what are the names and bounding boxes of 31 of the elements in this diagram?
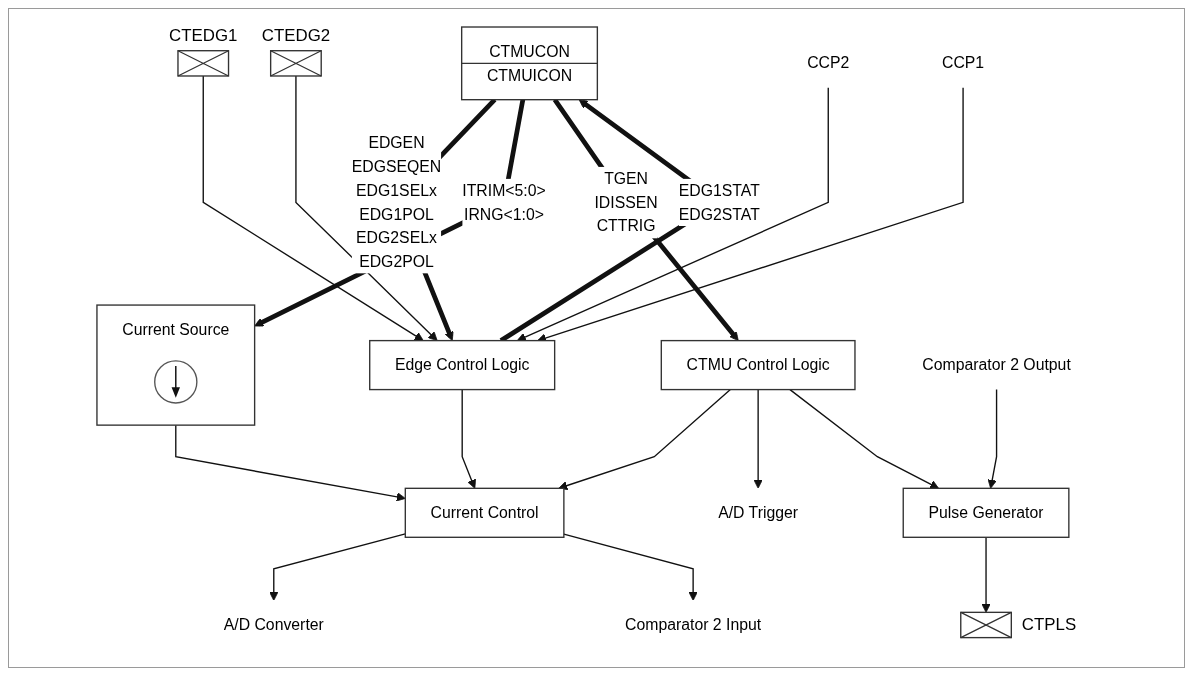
pin-label: CTEDG2 <box>261 26 331 46</box>
edge-label: EDGEN EDGSEQEN EDG1SELx EDG1POL EDG2SELx EDG2POL <box>351 133 442 270</box>
arrow <box>269 533 406 601</box>
pin-label: CTPLS <box>1021 615 1077 635</box>
edge-label: EDG1STAT EDG2STAT <box>678 180 760 223</box>
node-text: Comparator 2 Input <box>625 615 762 634</box>
node-text: Comparator 2 Output <box>922 355 1071 374</box>
arrow <box>753 388 763 489</box>
node-box: Current Control <box>404 487 565 538</box>
arrow <box>563 533 698 601</box>
arrow <box>987 388 998 489</box>
arrow <box>516 87 829 342</box>
node-box: Current Source <box>96 304 256 426</box>
arrow <box>558 388 732 491</box>
edge-label: ITRIM<5:0> IRNG<1:0> <box>462 180 546 223</box>
edge-label: TGEN IDISSEN CTTRIG <box>594 168 658 235</box>
arrow <box>789 388 939 489</box>
node-text: A/D Converter <box>223 615 324 634</box>
node-text: CCP1 <box>942 53 985 72</box>
arrow <box>202 75 424 342</box>
pin-label: CTEDG1 <box>169 26 238 46</box>
arrow <box>175 424 406 502</box>
arrow <box>295 75 438 342</box>
node-box: Pulse Generator <box>902 487 1070 538</box>
node-box: Edge Control Logic <box>369 339 556 391</box>
node-text: A/D Trigger <box>718 503 799 521</box>
arrow <box>981 536 991 613</box>
arrow <box>461 388 476 489</box>
node-box: CTMU Control Logic <box>660 339 856 391</box>
arrow <box>552 98 739 342</box>
node-text: CCP2 <box>807 53 850 72</box>
